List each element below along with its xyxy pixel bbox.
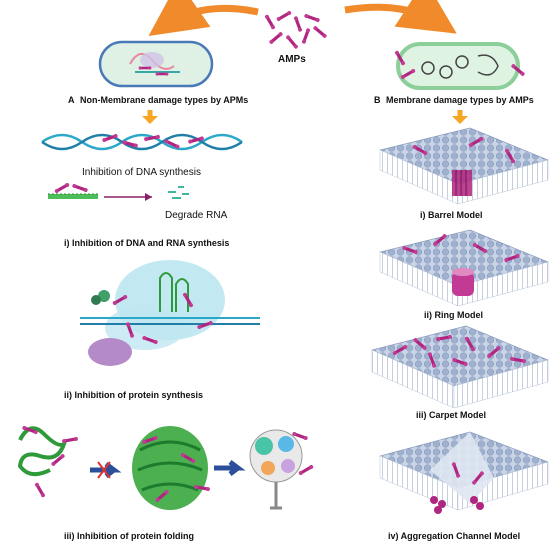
panel-b-item-iv: iv) Aggregation Channel Model <box>388 531 520 541</box>
arrow-to-non-membrane <box>148 0 259 37</box>
panel-b-letter: B <box>374 95 381 105</box>
panel-b-item-i: i) Barrel Model <box>420 210 483 220</box>
panel-b-item-ii: ii) Ring Model <box>424 310 483 320</box>
blocked-arrow-2 <box>214 460 246 476</box>
dna-helix <box>41 131 243 151</box>
panel-a-item-ii: ii) Inhibition of protein synthesis <box>64 390 203 400</box>
membrane-carpet <box>371 325 549 409</box>
dna-caption: Inhibition of DNA synthesis <box>82 167 201 178</box>
bacterium-icon-a <box>98 40 214 88</box>
blocked-arrow-1 <box>90 461 122 479</box>
protein-icon-unfolded <box>17 423 80 500</box>
panel-a-title: Non-Membrane damage types by APMs <box>80 95 248 105</box>
amp-peptide-cluster <box>262 8 330 52</box>
ribosome-icon <box>80 260 260 366</box>
panel-a-item-i: i) Inhibition of DNA and RNA synthesis <box>64 238 229 248</box>
membrane-aggregation <box>379 431 549 514</box>
panel-b-item-iii: iii) Carpet Model <box>416 410 486 420</box>
arrow-to-membrane <box>344 0 457 34</box>
membrane-barrel <box>379 127 549 205</box>
amps-label: AMPs <box>278 54 306 65</box>
panel-b-title: Membrane damage types by AMPs <box>386 95 534 105</box>
protein-icon-barrel <box>132 426 212 510</box>
rna-strand <box>48 180 189 201</box>
bacterium-icon-b <box>392 42 528 90</box>
protein-icon-complex <box>249 429 316 510</box>
panel-a-letter: A <box>68 95 75 105</box>
panel-a-item-iii: iii) Inhibition of protein folding <box>64 531 194 541</box>
membrane-ring <box>379 229 549 307</box>
rna-caption: Degrade RNA <box>165 210 228 221</box>
